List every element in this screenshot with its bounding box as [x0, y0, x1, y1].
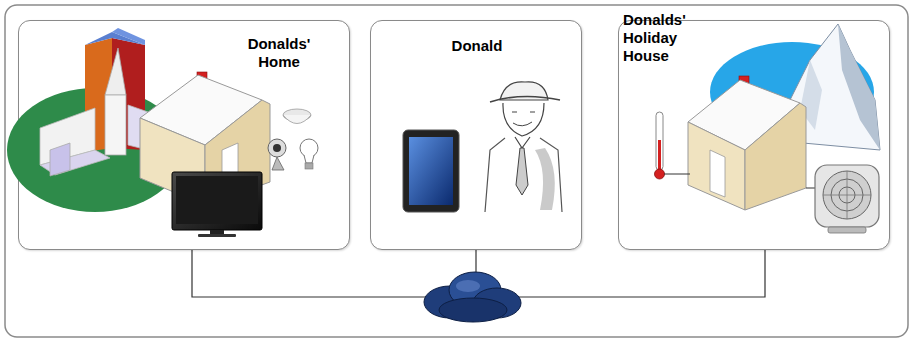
network-wire	[192, 250, 430, 297]
box-title: Donalds' Holiday House	[623, 11, 699, 65]
location-box: Donalds' Holiday House	[618, 20, 890, 250]
outer-frame	[5, 5, 908, 337]
cloud-puff	[439, 298, 507, 322]
network-wire	[515, 250, 765, 297]
cloud-symbol	[424, 272, 521, 322]
box-title: Donald	[371, 37, 583, 55]
location-box: Donald	[370, 20, 582, 250]
box-title: Donalds' Home	[231, 35, 327, 71]
cloud-highlight	[456, 280, 480, 292]
location-box: Donalds' Home	[18, 20, 350, 250]
